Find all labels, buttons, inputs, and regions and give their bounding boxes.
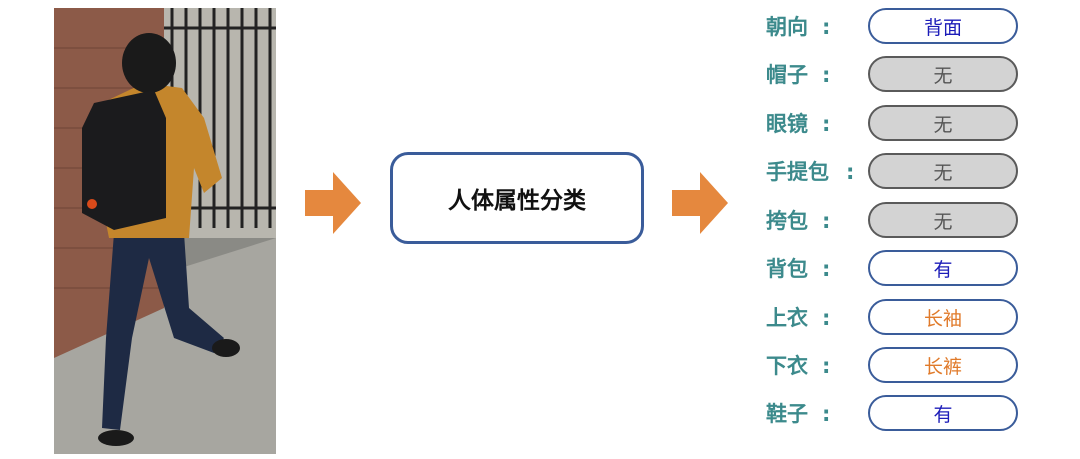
attr-value-pill: 无 <box>868 153 1018 189</box>
attr-colon: : <box>822 15 831 39</box>
attr-value-pill: 无 <box>868 202 1018 238</box>
attr-colon: : <box>822 63 831 87</box>
attr-label: 朝向 <box>766 15 808 39</box>
attr-row-shoes: 鞋子 : 有 <box>766 395 1066 433</box>
attribute-classification-box: 人体属性分类 <box>390 152 644 244</box>
arrow-right-icon <box>672 172 728 234</box>
attr-colon: : <box>822 402 831 426</box>
attr-label: 帽子 <box>766 63 808 87</box>
attr-label: 上衣 <box>766 306 808 330</box>
attr-label: 挎包 <box>766 209 808 233</box>
attr-colon: : <box>846 160 855 184</box>
attr-label: 手提包 <box>766 160 829 184</box>
attr-value-pill: 背面 <box>868 8 1018 44</box>
attr-label: 下衣 <box>766 354 808 378</box>
attr-colon: : <box>822 209 831 233</box>
attr-row-shoulder-bag: 挎包 : 无 <box>766 202 1066 240</box>
attr-colon: : <box>822 257 831 281</box>
attr-row-handbag: 手提包 : 无 <box>766 153 1066 191</box>
attr-value-pill: 长袖 <box>868 299 1018 335</box>
attr-value-pill: 长裤 <box>868 347 1018 383</box>
attr-row-hat: 帽子 : 无 <box>766 56 1066 94</box>
attr-row-backpack: 背包 : 有 <box>766 250 1066 288</box>
attr-row-upper-clothing: 上衣 : 长袖 <box>766 299 1066 337</box>
attr-label: 背包 <box>766 257 808 281</box>
attr-colon: : <box>822 306 831 330</box>
attr-value-pill: 无 <box>868 56 1018 92</box>
pedestrian-photo <box>54 8 276 454</box>
attr-value-pill: 有 <box>868 395 1018 431</box>
attr-colon: : <box>822 112 831 136</box>
attr-row-glasses: 眼镜 : 无 <box>766 105 1066 143</box>
attr-label: 鞋子 <box>766 402 808 426</box>
attr-colon: : <box>822 354 831 378</box>
attr-value-pill: 无 <box>868 105 1018 141</box>
attr-row-orientation: 朝向 : 背面 <box>766 8 1066 46</box>
arrow-right-icon <box>305 172 361 234</box>
attr-value-pill: 有 <box>868 250 1018 286</box>
center-box-label: 人体属性分类 <box>448 188 586 214</box>
attr-row-lower-clothing: 下衣 : 长裤 <box>766 347 1066 385</box>
attr-label: 眼镜 <box>766 112 808 136</box>
